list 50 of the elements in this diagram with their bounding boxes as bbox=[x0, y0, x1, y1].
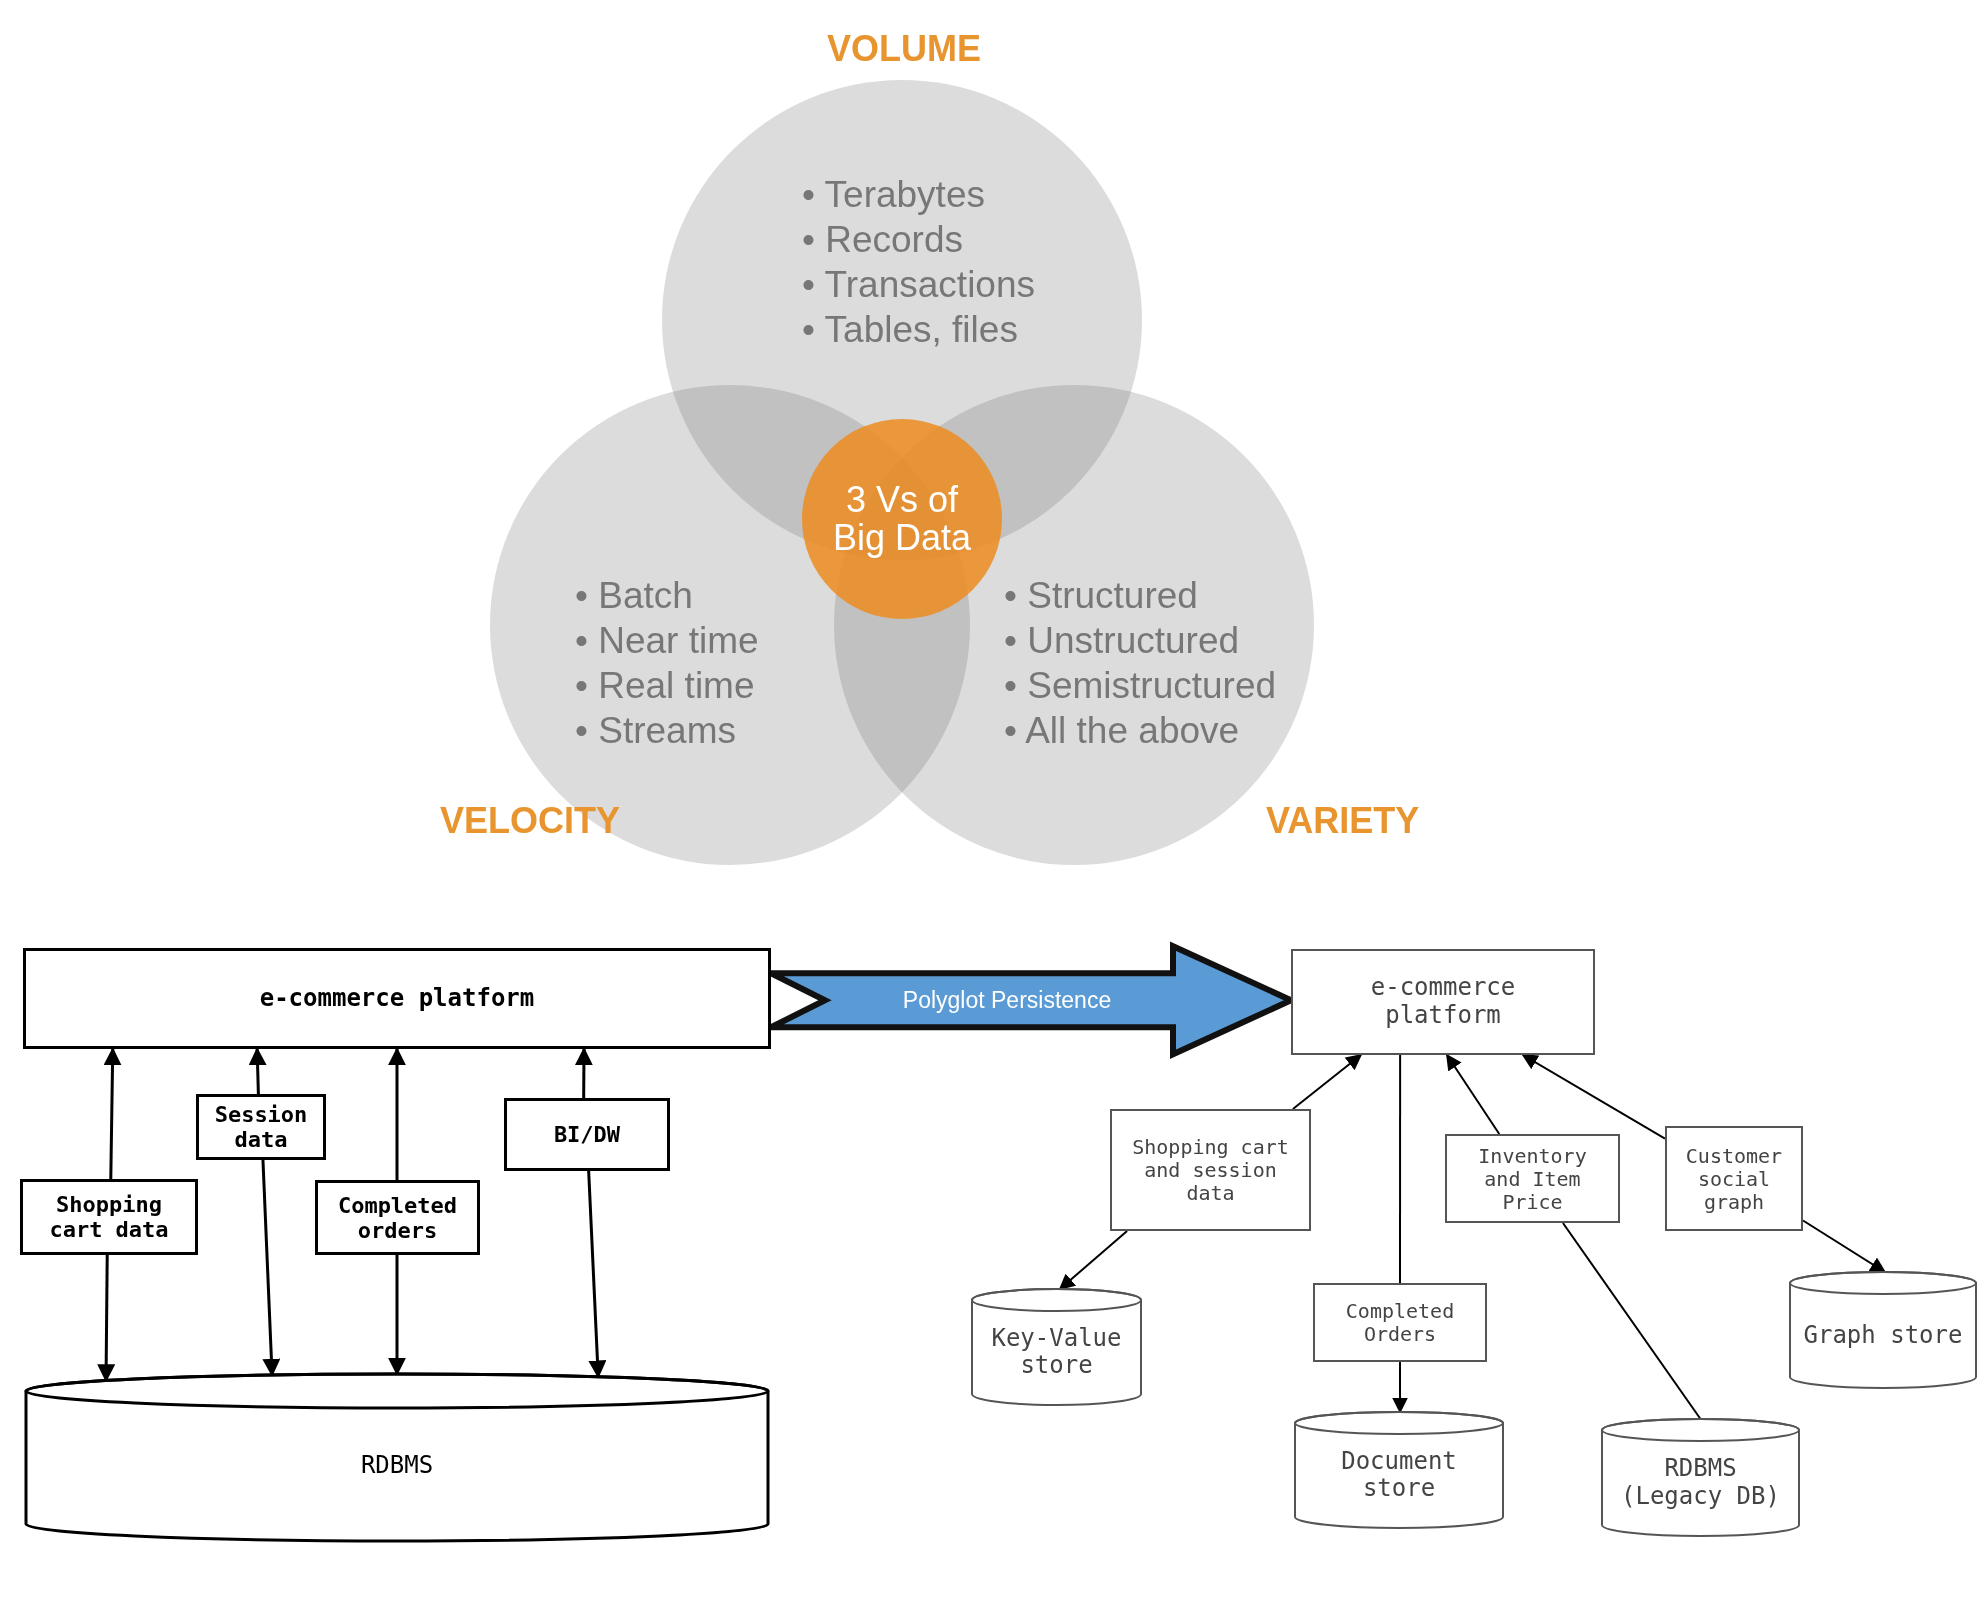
arrow bbox=[248, 1047, 267, 1095]
data-box bbox=[196, 1094, 326, 1160]
box-label: Session data bbox=[213, 1101, 309, 1153]
data-box bbox=[20, 1179, 198, 1255]
arrow bbox=[1521, 1054, 1666, 1140]
arrow bbox=[574, 1047, 593, 1098]
bullet-item: • Batch bbox=[575, 574, 694, 618]
box-label: Shopping cart data bbox=[48, 1191, 170, 1243]
box-label: Completed orders bbox=[336, 1192, 459, 1243]
data-box bbox=[1665, 1126, 1803, 1231]
arrow bbox=[103, 1047, 122, 1180]
box-label: Shopping cart and session data bbox=[1131, 1135, 1290, 1205]
data-box bbox=[1445, 1134, 1620, 1223]
bullet-item: • Structured bbox=[1004, 574, 1199, 618]
box-label: e-commerce platform bbox=[258, 984, 536, 1013]
data-box bbox=[315, 1180, 480, 1255]
arrow bbox=[1445, 1053, 1501, 1135]
platform-box bbox=[1291, 949, 1595, 1055]
box-label: Graph store bbox=[1802, 1321, 1964, 1350]
box-label: RDBMS bbox=[359, 1452, 435, 1480]
box-label: RDBMS (Legacy DB) bbox=[1620, 1455, 1781, 1511]
arrow bbox=[388, 1047, 406, 1180]
bullet-item: • Semistructured bbox=[1004, 664, 1277, 708]
box-label: BI/DW bbox=[552, 1121, 622, 1148]
bullet-item: • Real time bbox=[575, 664, 756, 708]
bullet-item: • Streams bbox=[575, 709, 737, 753]
bullet-item: • Near time bbox=[575, 619, 759, 663]
data-box bbox=[1313, 1283, 1487, 1362]
edge-label: Polyglot Persistence bbox=[902, 986, 1112, 1014]
category-heading: VOLUME bbox=[827, 28, 981, 70]
bullet-item: • Terabytes bbox=[802, 173, 986, 217]
bullet-item: • Records bbox=[802, 218, 964, 262]
arrow bbox=[1802, 1219, 1887, 1273]
data-box bbox=[1110, 1109, 1311, 1231]
bullet-item: • Transactions bbox=[802, 263, 1035, 307]
box-label: Document store bbox=[1340, 1447, 1458, 1504]
platform-box bbox=[23, 948, 771, 1049]
box-label: 3 Vs of Big Data bbox=[831, 481, 973, 557]
category-heading: VELOCITY bbox=[440, 800, 621, 842]
bullet-item: • All the above bbox=[1004, 709, 1241, 753]
box-label: Inventory and Item Price bbox=[1477, 1144, 1588, 1213]
bullet-item: • Unstructured bbox=[1004, 619, 1241, 663]
bullet-item: • Tables, files bbox=[802, 308, 1019, 352]
arrow bbox=[1291, 1054, 1363, 1110]
box-label: Key-Value store bbox=[990, 1324, 1123, 1381]
box-label: Customer social graph bbox=[1684, 1144, 1784, 1213]
category-heading: VARIETY bbox=[1266, 800, 1420, 842]
data-box bbox=[504, 1098, 670, 1171]
box-label: e-commerce platform bbox=[1369, 974, 1517, 1030]
box-label: Completed Orders bbox=[1344, 1299, 1456, 1346]
